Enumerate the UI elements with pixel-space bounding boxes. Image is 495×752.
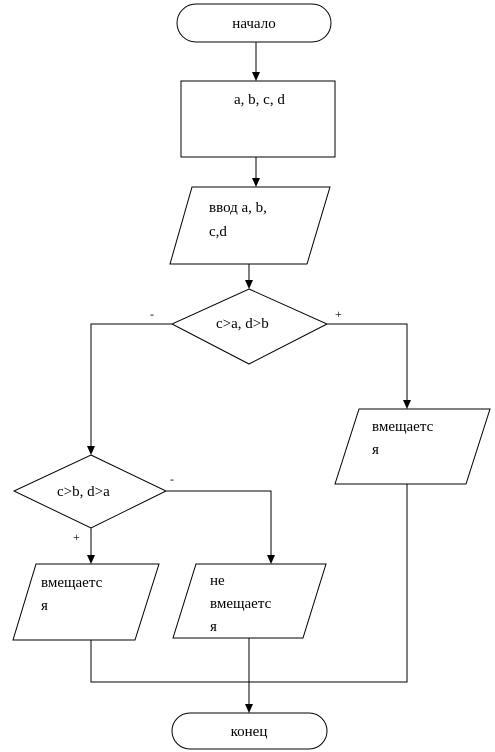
decision1-diamond — [170, 288, 329, 365]
input-parallelogram — [169, 186, 331, 265]
arrowhead — [252, 72, 260, 81]
output-fits-left-line1: вмещаетс — [41, 575, 103, 591]
decision1-yes-sign: + — [335, 307, 342, 321]
decision2-label: c>b, d>a — [57, 484, 110, 500]
output-not-fits-parallelogram — [172, 563, 327, 639]
decision2-no-sign: - — [170, 472, 174, 486]
connector-decision2-no — [166, 490, 272, 557]
arrowhead — [245, 280, 253, 289]
output-fits-right-line1: вмещаетс — [372, 419, 434, 435]
output-not-fits-line2: вмещаетс — [210, 596, 272, 612]
connector-decision1-no — [90, 323, 172, 448]
start-terminator — [176, 3, 332, 43]
arrowhead — [245, 704, 253, 713]
output-not-fits-line1: не — [210, 573, 225, 589]
end-label: конец — [231, 724, 268, 740]
input-label-line2: c,d — [209, 224, 227, 240]
output-not-fits-line3: я — [210, 619, 217, 635]
arrowhead — [87, 446, 95, 455]
decision1-label: c>a, d>b — [216, 316, 269, 332]
arrowhead — [252, 178, 260, 187]
connector-decision1-yes — [327, 323, 408, 402]
arrowhead — [87, 555, 95, 564]
arrowhead — [267, 555, 275, 564]
output-fits-right-parallelogram — [334, 408, 491, 485]
decision2-diamond — [12, 454, 168, 529]
decision2-yes-sign: + — [73, 530, 80, 544]
end-terminator — [171, 712, 328, 750]
decision1-no-sign: - — [150, 307, 154, 321]
output-fits-left-line2: я — [41, 598, 48, 614]
arrowhead — [403, 400, 411, 409]
input-label-line1: ввод a, b, — [209, 200, 267, 216]
start-label: начало — [232, 16, 275, 32]
output-fits-right-line2: я — [372, 442, 379, 458]
output-fits-left-parallelogram — [12, 563, 160, 641]
declare-process-box — [180, 80, 336, 158]
declare-label: a, b, c, d — [234, 92, 285, 108]
